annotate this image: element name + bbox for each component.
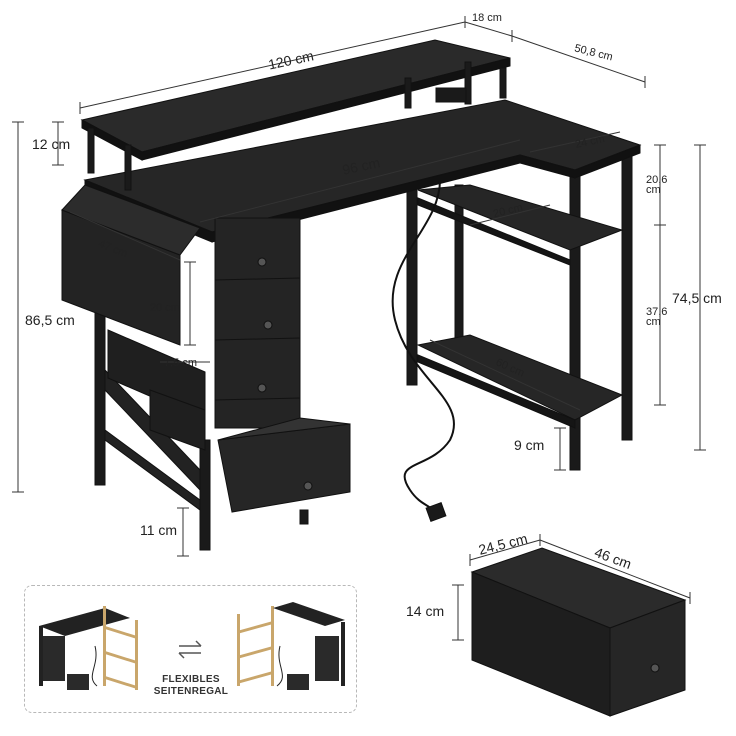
inset-caption-line2: SEITENREGAL — [153, 686, 229, 697]
desk-illustration — [61, 39, 642, 551]
swap-arrows-icon — [178, 640, 202, 659]
label-desk-height: 74,5 cm — [672, 290, 722, 306]
inset-caption-line1: FLEXIBLES — [162, 674, 220, 685]
inset-illustration — [39, 602, 345, 690]
label-shelf-gap-top: 20,6 cm — [646, 174, 668, 196]
label-drawer-foot: 11 cm — [140, 522, 178, 538]
inset-desk-right — [237, 602, 345, 690]
label-shelf-gap-bottom: 37,6 cm — [646, 306, 668, 328]
label-total-height: 86,5 cm — [25, 312, 75, 328]
label-box-height: 14 cm — [406, 603, 445, 619]
label-drawer-height: 20 cm — [150, 302, 180, 314]
inset-desk-left — [39, 606, 138, 690]
label-foot-clearance: 9 cm — [514, 437, 545, 453]
label-monitor-depth: 18 cm — [472, 12, 502, 24]
storage-box-illustration — [470, 547, 687, 717]
inset-caption: FLEXIBLES SEITENREGAL — [146, 674, 236, 698]
label-shelf-height: 12 cm — [32, 136, 71, 152]
flexible-shelf-inset — [24, 585, 357, 713]
dimension-lines — [12, 16, 706, 641]
label-drawer-gap: 7,5 cm — [164, 357, 198, 369]
